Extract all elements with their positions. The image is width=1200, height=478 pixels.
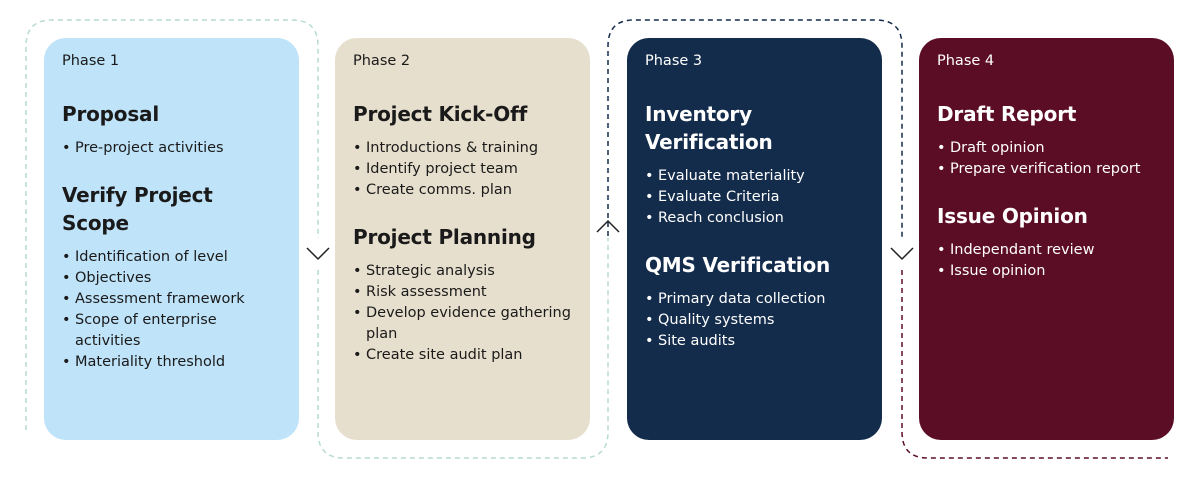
bullet-list: Draft opinionPrepare verification report	[937, 138, 1156, 180]
list-item: Strategic analysis	[353, 261, 572, 282]
list-item: Introductions & training	[353, 138, 572, 159]
list-item: Evaluate Criteria	[645, 187, 864, 208]
list-item: Scope of enterprise activities	[62, 310, 281, 352]
list-item: Create comms. plan	[353, 180, 572, 201]
phase-section: QMS VerificationPrimary data collectionQ…	[645, 251, 864, 352]
bullet-list: Introductions & trainingIdentify project…	[353, 138, 572, 201]
list-item: Pre-project activities	[62, 138, 281, 159]
phase-4-card: Phase 4 Draft ReportDraft opinionPrepare …	[919, 38, 1174, 440]
list-item: Evaluate materiality	[645, 166, 864, 187]
list-item: Draft opinion	[937, 138, 1156, 159]
section-title: Inventory Verification	[645, 102, 773, 154]
phase-section: Issue OpinionIndependant reviewIssue opi…	[937, 202, 1156, 282]
list-item: Quality systems	[645, 310, 864, 331]
bullet-list: Evaluate materialityEvaluate CriteriaRea…	[645, 166, 864, 229]
section-title: Issue Opinion	[937, 204, 1088, 228]
list-item: Objectives	[62, 268, 281, 289]
phase-section: Project Kick-OffIntroductions & training…	[353, 100, 572, 201]
section-title: QMS Verification	[645, 253, 831, 277]
list-item: Materiality threshold	[62, 352, 281, 373]
bullet-list: Identification of levelObjectivesAssessm…	[62, 247, 281, 373]
list-item: Assessment framework	[62, 289, 281, 310]
section-title: Proposal	[62, 102, 159, 126]
phase3-dashed-connector	[607, 19, 903, 238]
phase-label: Phase 3	[645, 53, 703, 69]
phase-1-card: Phase 1 ProposalPre-project activitiesVer…	[44, 38, 299, 440]
list-item: Reach conclusion	[645, 208, 864, 229]
chevron-down-icon	[306, 247, 330, 261]
section-title: Draft Report	[937, 102, 1077, 126]
bullet-list: Primary data collectionQuality systemsSi…	[645, 289, 864, 352]
bullet-list: Pre-project activities	[62, 138, 281, 159]
phase-section: ProposalPre-project activities	[62, 100, 281, 159]
phase4-dashed-connector	[901, 270, 1168, 459]
list-item: Create site audit plan	[353, 345, 572, 366]
bullet-list: Strategic analysisRisk assessmentDevelop…	[353, 261, 572, 366]
list-item: Identify project team	[353, 159, 572, 180]
section-title: Verify Project Scope	[62, 183, 213, 235]
chevron-down-icon	[890, 247, 914, 261]
list-item: Primary data collection	[645, 289, 864, 310]
phase-label: Phase 4	[937, 53, 995, 69]
section-title: Project Kick-Off	[353, 102, 528, 126]
phase1-dashed-connector	[25, 19, 319, 430]
phase-2-card: Phase 2 Project Kick-OffIntroductions & t…	[335, 38, 590, 440]
list-item: Prepare verification report	[937, 159, 1156, 180]
list-item: Develop evidence gathering plan	[353, 303, 572, 345]
list-item: Site audits	[645, 331, 864, 352]
phase-label: Phase 2	[353, 53, 411, 69]
phase-section: Project PlanningStrategic analysisRisk a…	[353, 223, 572, 366]
list-item: Issue opinion	[937, 261, 1156, 282]
chevron-up-icon	[596, 219, 620, 233]
list-item: Risk assessment	[353, 282, 572, 303]
phase2-dashed-connector	[317, 238, 609, 459]
list-item: Independant review	[937, 240, 1156, 261]
section-title: Project Planning	[353, 225, 536, 249]
phase-section: Draft ReportDraft opinionPrepare verific…	[937, 100, 1156, 180]
bullet-list: Independant reviewIssue opinion	[937, 240, 1156, 282]
list-item: Identification of level	[62, 247, 281, 268]
phase-section: Inventory VerificationEvaluate materiali…	[645, 100, 864, 229]
phase-label: Phase 1	[62, 53, 120, 69]
phase-section: Verify Project ScopeIdentification of le…	[62, 181, 281, 373]
phase-3-card: Phase 3 Inventory VerificationEvaluate ma…	[627, 38, 882, 440]
